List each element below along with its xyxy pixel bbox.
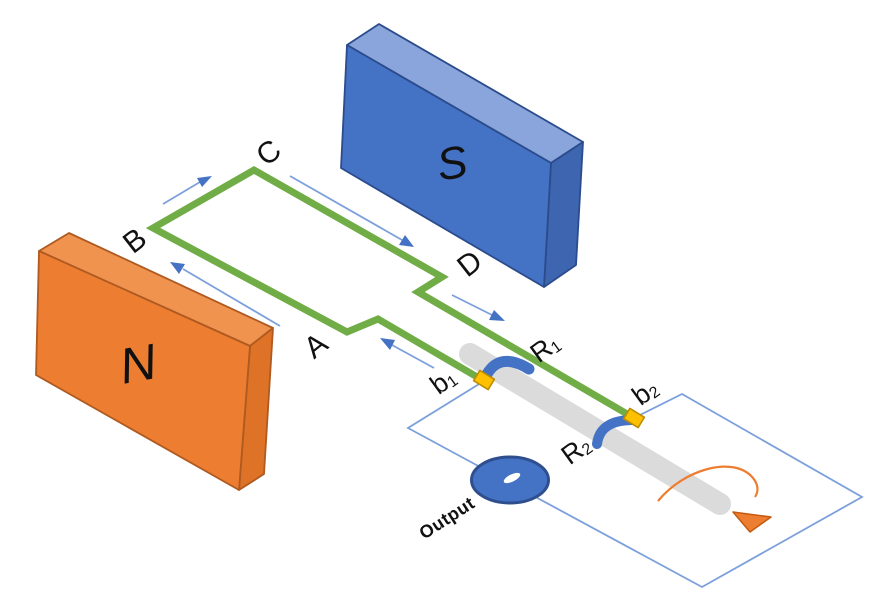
output-circuit-wire xyxy=(406,380,864,589)
current-arrow-ab-head xyxy=(170,262,185,274)
label-corner-a: A xyxy=(298,327,334,365)
armature-coil xyxy=(145,165,636,422)
brush-b1 xyxy=(472,369,496,391)
slip-ring-r1 xyxy=(479,355,535,384)
magnet-north-front-face xyxy=(35,250,251,491)
current-arrow-cd xyxy=(289,175,414,247)
current-arrow-d-wire-head xyxy=(489,310,505,321)
current-arrow-ab xyxy=(170,262,281,327)
current-arrow-bc xyxy=(162,176,212,205)
rotation-arrow-head xyxy=(732,511,772,533)
magnet-north: N xyxy=(35,232,274,491)
current-arrow-d-wire xyxy=(451,294,505,321)
brush-b2 xyxy=(622,407,646,429)
output-meter-slot xyxy=(503,472,521,484)
current-arrow-cd-line xyxy=(289,175,403,241)
output-meter xyxy=(470,455,550,505)
magnet-south: S xyxy=(340,23,584,288)
magnet-south-front-face xyxy=(340,44,552,288)
label-ring-r1: R1 xyxy=(525,327,566,368)
rotor-shaft xyxy=(459,343,731,515)
current-arrow-a-wire-head xyxy=(380,338,395,350)
current-arrow-d-wire-line xyxy=(451,294,493,316)
current-arrow-bc-head xyxy=(197,176,212,187)
current-arrow-a-wire-line xyxy=(391,344,435,369)
current-arrow-bc-line xyxy=(162,181,201,205)
label-corner-c: C xyxy=(250,133,287,172)
current-arrow-a-wire xyxy=(380,338,435,369)
rotation-arrow xyxy=(657,465,772,533)
rotation-arrow-arc xyxy=(657,465,759,502)
label-output: Output xyxy=(416,493,479,544)
current-arrow-cd-head xyxy=(399,235,414,247)
current-arrow-ab-line xyxy=(182,268,281,327)
